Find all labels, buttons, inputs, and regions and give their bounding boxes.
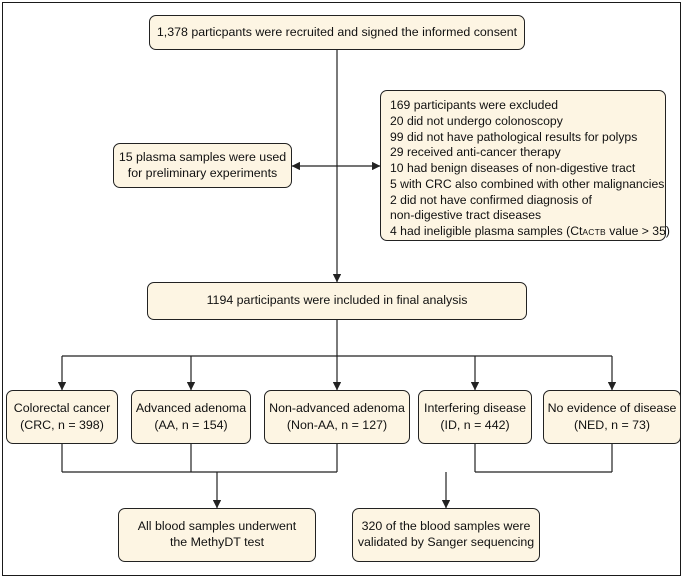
outcome-line: All blood samples underwent <box>137 519 297 534</box>
excluded-line: 2 did not have confirmed diagnosis of <box>390 192 592 207</box>
excluded-line: 5 with CRC also combined with other mali… <box>390 176 665 191</box>
outcome-line: 320 of the blood samples were <box>361 519 531 534</box>
group-detail: (NED, n = 73) <box>573 417 651 432</box>
excluded-line: non-digestive tract diseases <box>390 208 542 223</box>
excluded-line: 20 did not undergo colonoscopy <box>390 113 563 128</box>
group-detail: (CRC, n = 398) <box>20 417 104 432</box>
excluded-line: 99 did not have pathological results for… <box>390 129 638 144</box>
included-text: 1194 participants were included in final… <box>206 293 468 308</box>
group-ned-box: No evidence of disease (NED, n = 73) <box>543 390 681 444</box>
group-name: Colorectal cancer <box>13 400 111 415</box>
excluded-line: 10 had benign diseases of non-digestive … <box>390 161 636 175</box>
group-id-box: Interfering disease (ID, n = 442) <box>418 390 532 444</box>
actb-subscript: ACTB <box>582 227 606 237</box>
group-detail: (AA, n = 154) <box>154 417 228 432</box>
group-name: Advanced adenoma <box>135 400 247 415</box>
preliminary-line: 15 plasma samples were used <box>118 149 287 164</box>
group-aa-box: Advanced adenoma (AA, n = 154) <box>131 390 251 444</box>
excluded-line: 169 participants were excluded <box>390 98 559 112</box>
ineligible-prefix: 4 had ineligible plasma samples (Ct <box>390 224 583 238</box>
recruited-box: 1,378 particpants were recruited and sig… <box>149 15 525 50</box>
group-name: Interfering disease <box>424 400 526 415</box>
group-name: No evidence of disease <box>547 400 677 415</box>
excluded-box: 169 participants were excluded 20 did no… <box>380 90 670 241</box>
outcome-line: the MethyDT test <box>169 535 265 549</box>
excluded-line-ineligible: 4 had ineligible plasma samples (CtACTB … <box>390 224 670 241</box>
outcome-line: validated by Sanger sequencing <box>357 535 535 549</box>
group-nonaa-box: Non-advanced adenoma (Non-AA, n = 127) <box>264 390 410 444</box>
group-detail: (Non-AA, n = 127) <box>286 417 388 432</box>
recruited-text: 1,378 particpants were recruited and sig… <box>156 24 518 39</box>
ineligible-suffix: value > 35) <box>605 224 670 238</box>
group-detail: (ID, n = 442) <box>440 417 510 432</box>
excluded-line: 29 received anti-cancer therapy <box>390 145 561 160</box>
group-crc-box: Colorectal cancer (CRC, n = 398) <box>6 390 118 444</box>
preliminary-line: for preliminary experiments <box>127 165 278 180</box>
preliminary-box: 15 plasma samples were used for prelimin… <box>113 143 292 188</box>
outcome-sanger-box: 320 of the blood samples were validated … <box>352 508 540 562</box>
included-box: 1194 participants were included in final… <box>147 282 527 320</box>
group-name: Non-advanced adenoma <box>269 400 405 415</box>
outcome-methydt-box: All blood samples underwent the MethyDT … <box>118 508 316 562</box>
